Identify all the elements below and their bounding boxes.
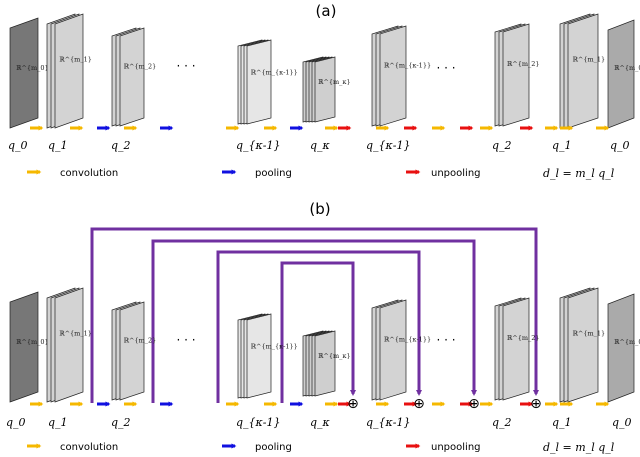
skip-connection: [216, 250, 422, 403]
q-label: q_0: [610, 139, 630, 152]
panel-b-label: (b): [309, 200, 330, 218]
q-label: q_1: [552, 416, 572, 429]
q-label: q_1: [552, 139, 572, 152]
unpooling-legend-label: unpooling: [431, 168, 481, 179]
skip-connections: [90, 227, 539, 403]
layer-dimension-label: ℝ^{m_κ}: [318, 78, 351, 86]
panel-a-ellipsis-right: · · ·: [436, 61, 455, 75]
skip-connection: [90, 227, 539, 403]
panel-b-ellipsis-right: · · ·: [436, 333, 455, 347]
feature-map-layer: [314, 56, 336, 123]
q-label: q_0: [6, 416, 26, 429]
feature-map-layer: [246, 313, 272, 399]
layer-dimension-label: ℝ^{m_1}: [573, 330, 606, 338]
layer-dimension-label: ℝ^{m_1}: [59, 330, 92, 338]
layer-dimension-label: ℝ^{m_0}: [614, 338, 640, 346]
q-label: q_2: [492, 139, 512, 152]
feature-map-layer: [379, 25, 407, 127]
convolution-legend-label: convolution: [60, 442, 118, 453]
layer-dimension-label: ℝ^{m_2}: [507, 60, 540, 68]
panel-b-layers: ℝ^{m_0} ℝ^{m_1} ℝ^{m_2} ℝ^{m_{κ-1}} ℝ^{m_κ} ℝ…: [9, 287, 640, 403]
q-label: q_{κ-1}: [236, 416, 280, 429]
input-layer: [9, 17, 39, 129]
feature-map-layer: [502, 297, 530, 401]
q-label: q_2: [111, 139, 131, 152]
feature-map-layer: [314, 330, 336, 397]
sum-symbol: ⊕: [468, 396, 480, 412]
sum-symbol: ⊕: [530, 396, 542, 412]
layer-dimension-label: ℝ^{m_0}: [16, 64, 49, 72]
layer-dimension-label: ℝ^{m_κ}: [318, 352, 351, 360]
panel-a-layers: ℝ^{m_0} ℝ^{m_1} ℝ^{m_2} ℝ^{m_{κ-1}} ℝ^{m_κ} ℝ…: [9, 13, 640, 129]
q-label: q_2: [111, 416, 131, 429]
input-layer: [9, 291, 39, 403]
sum-symbol: ⊕: [413, 396, 425, 412]
layer-dimension-label: ℝ^{m_{κ-1}}: [251, 68, 298, 76]
q-label: q_1: [48, 139, 68, 152]
output-layer: [607, 293, 635, 403]
q-label: q_0: [8, 139, 28, 152]
pooling-legend-label: pooling: [255, 442, 292, 453]
panel-a-label: (a): [316, 2, 337, 20]
layer-dimension-label: ℝ^{m_0}: [614, 64, 640, 72]
skip-connection: [280, 261, 356, 403]
sum-symbol: ⊕: [347, 396, 359, 412]
formula-label: d_l = m_l q_l: [543, 167, 615, 180]
layer-dimension-label: ℝ^{m_1}: [573, 56, 606, 64]
layer-dimension-label: ℝ^{m_{κ-1}}: [251, 342, 298, 350]
formula-label: d_l = m_l q_l: [543, 441, 615, 454]
q-label: q_κ: [310, 416, 331, 429]
q-label: q_1: [48, 416, 68, 429]
output-layer: [607, 19, 635, 129]
q-label: q_{κ-1}: [236, 139, 280, 152]
feature-map-layer: [54, 13, 84, 129]
panel-b-ellipsis-left: · · ·: [176, 333, 195, 347]
feature-map-layer: [502, 23, 530, 127]
feature-map-layer: [567, 287, 599, 403]
q-label: q_2: [492, 416, 512, 429]
layer-dimension-label: ℝ^{m_{κ-1}}: [384, 335, 431, 343]
layer-dimension-label: ℝ^{m_{κ-1}}: [384, 61, 431, 69]
feature-map-layer: [379, 299, 407, 401]
unpooling-legend-label: unpooling: [431, 442, 481, 453]
q-label: q_{κ-1}: [366, 416, 410, 429]
layer-dimension-label: ℝ^{m_2}: [507, 334, 540, 342]
layer-dimension-label: ℝ^{m_2}: [124, 63, 157, 71]
layer-dimension-label: ℝ^{m_2}: [124, 337, 157, 345]
layer-dimension-label: ℝ^{m_1}: [59, 56, 92, 64]
q-label: q_0: [612, 416, 632, 429]
pooling-legend-label: pooling: [255, 168, 292, 179]
convolution-legend-label: convolution: [60, 168, 118, 179]
panel-a-ellipsis-left: · · ·: [176, 59, 195, 73]
q-label: q_{κ-1}: [366, 139, 410, 152]
feature-map-layer: [119, 27, 145, 127]
layer-dimension-label: ℝ^{m_0}: [16, 338, 49, 346]
feature-map-layer: [119, 301, 145, 401]
q-label: q_κ: [310, 139, 331, 152]
feature-map-layer: [54, 287, 84, 403]
feature-map-layer: [246, 39, 272, 125]
feature-map-layer: [567, 13, 599, 129]
skip-connection: [151, 239, 477, 403]
